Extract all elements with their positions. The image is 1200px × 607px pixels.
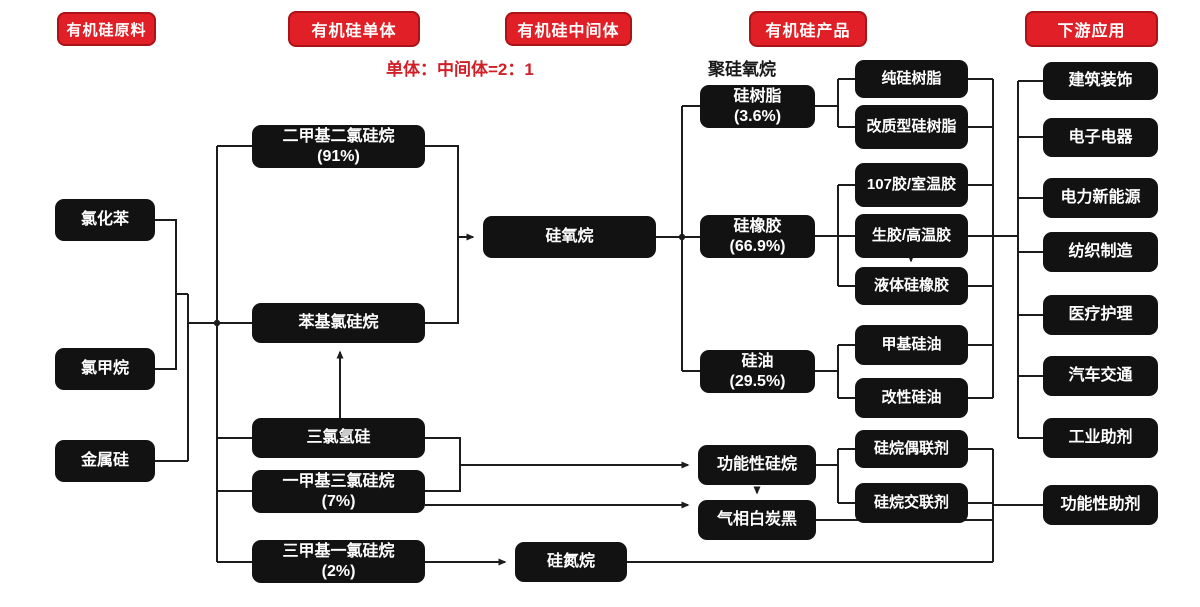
node-silicone-rubber: 硅橡胶 (66.9%) bbox=[700, 215, 815, 258]
node-trichlorosilane: 三氯氢硅 bbox=[252, 418, 425, 458]
junction-dot-products bbox=[678, 233, 686, 241]
node-dimethyldichlorosilane: 二甲基二氯硅烷 (91%) bbox=[252, 125, 425, 168]
node-107-rtv-glue: 107胶/室温胶 bbox=[855, 163, 968, 207]
node-modified-silicone-resin: 改质型硅树脂 bbox=[855, 105, 968, 149]
polysiloxane-label: 聚硅氧烷 bbox=[708, 60, 776, 79]
node-silicon-metal: 金属硅 bbox=[55, 440, 155, 482]
node-power-new-energy: 电力新能源 bbox=[1043, 178, 1158, 218]
node-fumed-silica: 气相白炭黑 bbox=[698, 500, 816, 540]
node-chloromethane: 氯甲烷 bbox=[55, 348, 155, 390]
node-pure-silicone-resin: 纯硅树脂 bbox=[855, 60, 968, 98]
header-monomers: 有机硅单体 bbox=[288, 11, 420, 47]
junction-dot-monomer bbox=[213, 319, 221, 327]
node-liquid-silicone-rubber: 液体硅橡胶 bbox=[855, 267, 968, 305]
node-raw-htv-glue: 生胶/高温胶 bbox=[855, 214, 968, 258]
header-downstream-applications: 下游应用 bbox=[1025, 11, 1158, 47]
header-intermediates: 有机硅中间体 bbox=[505, 12, 632, 46]
node-medical-care: 医疗护理 bbox=[1043, 295, 1158, 335]
node-modified-silicone-oil: 改性硅油 bbox=[855, 378, 968, 418]
node-trimethylchlorosilane: 三甲基一氯硅烷 (2%) bbox=[252, 540, 425, 583]
node-silicone-oil: 硅油 (29.5%) bbox=[700, 350, 815, 393]
node-industrial-additives: 工业助剂 bbox=[1043, 418, 1158, 458]
node-silazane: 硅氮烷 bbox=[515, 542, 627, 582]
node-silane-coupling-agent: 硅烷偶联剂 bbox=[855, 430, 968, 468]
node-chlorobenzene: 氯化苯 bbox=[55, 199, 155, 241]
monomer-intermediate-ratio-note: 单体：中间体=2：1 bbox=[386, 60, 534, 79]
node-functional-silane: 功能性硅烷 bbox=[698, 445, 816, 485]
header-raw-materials: 有机硅原料 bbox=[57, 12, 156, 46]
node-methyl-silicone-oil: 甲基硅油 bbox=[855, 325, 968, 365]
node-automotive-transport: 汽车交通 bbox=[1043, 356, 1158, 396]
node-siloxane: 硅氧烷 bbox=[483, 216, 656, 258]
node-construction-decoration: 建筑装饰 bbox=[1043, 62, 1158, 100]
header-products: 有机硅产品 bbox=[749, 11, 867, 47]
node-silane-crosslinking-agent: 硅烷交联剂 bbox=[855, 483, 968, 523]
node-functional-additives: 功能性助剂 bbox=[1043, 485, 1158, 525]
node-electronics-appliances: 电子电器 bbox=[1043, 118, 1158, 157]
node-methyltrichlorosilane: 一甲基三氯硅烷 (7%) bbox=[252, 470, 425, 513]
node-silicone-resin: 硅树脂 (3.6%) bbox=[700, 85, 815, 128]
node-phenylchlorosilane: 苯基氯硅烷 bbox=[252, 303, 425, 343]
node-textile-manufacturing: 纺织制造 bbox=[1043, 232, 1158, 272]
